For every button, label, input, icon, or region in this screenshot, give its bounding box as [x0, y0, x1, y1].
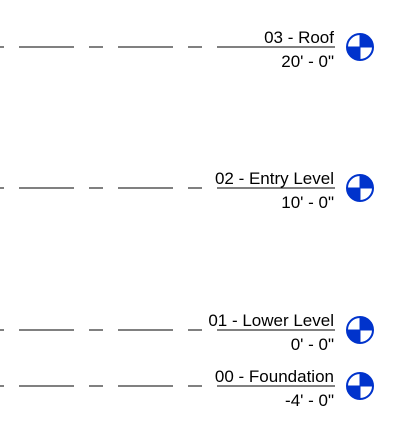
level-03-roof[interactable]: 03 - Roof 20' - 0": [0, 28, 374, 71]
level-00-foundation[interactable]: 00 - Foundation -4' - 0": [0, 367, 374, 410]
level-name-label[interactable]: 03 - Roof: [264, 28, 334, 47]
level-elevation-label[interactable]: -4' - 0": [285, 391, 334, 410]
level-02-entry-level[interactable]: 02 - Entry Level 10' - 0": [0, 169, 374, 212]
level-elevation-label[interactable]: 10' - 0": [281, 193, 334, 212]
level-head-icon[interactable]: [346, 33, 374, 61]
level-01-lower-level[interactable]: 01 - Lower Level 0' - 0": [0, 311, 374, 354]
level-name-label[interactable]: 00 - Foundation: [215, 367, 334, 386]
level-head-icon[interactable]: [346, 316, 374, 344]
level-name-label[interactable]: 02 - Entry Level: [215, 169, 334, 188]
level-elevation-label[interactable]: 20' - 0": [281, 52, 334, 71]
level-head-icon[interactable]: [346, 174, 374, 202]
level-head-icon[interactable]: [346, 372, 374, 400]
level-name-label[interactable]: 01 - Lower Level: [208, 311, 334, 330]
level-elevation-label[interactable]: 0' - 0": [291, 335, 334, 354]
